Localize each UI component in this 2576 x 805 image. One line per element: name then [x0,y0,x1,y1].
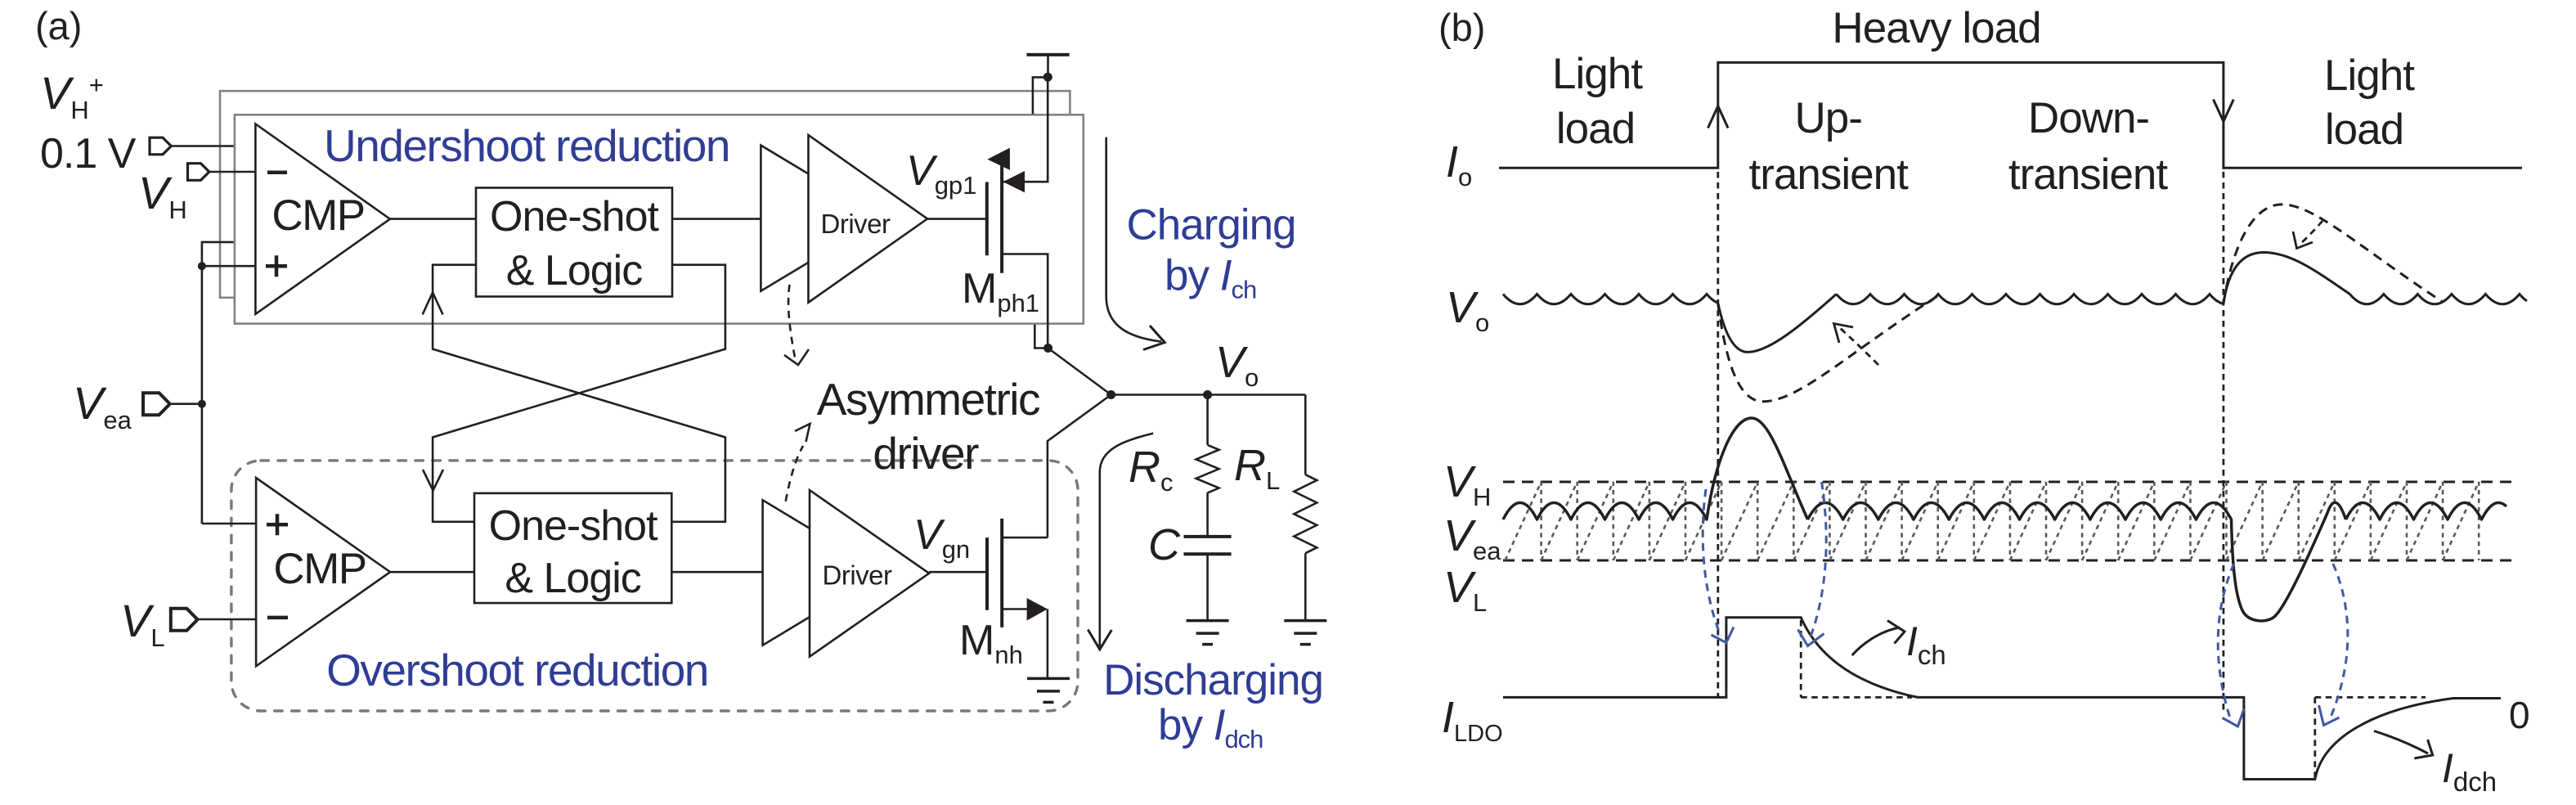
svg-text:Vea: Vea [73,377,132,434]
svg-text:VH+: VH+ [40,67,104,124]
svg-text:load: load [1556,105,1635,153]
svg-text:Vgn: Vgn [913,511,970,564]
svg-text:Driver: Driver [823,560,893,591]
svg-text:Vo: Vo [1446,283,1489,337]
svg-text:CMP: CMP [273,545,366,593]
svg-text:(b): (b) [1438,6,1485,49]
svg-text:VL: VL [120,595,165,652]
svg-text:VH: VH [1443,457,1491,511]
svg-text:VH: VH [138,167,187,224]
svg-text:One-shot: One-shot [489,502,658,550]
svg-text:Vea: Vea [1443,511,1501,565]
svg-text:0: 0 [2509,694,2530,736]
svg-text:CMP: CMP [272,191,364,240]
svg-text:Up-: Up- [1794,94,1861,142]
svg-text:Undershoot reduction: Undershoot reduction [324,120,729,171]
svg-text:VL: VL [1443,563,1487,617]
svg-text:by Ich: by Ich [1165,251,1256,304]
svg-text:Down-: Down- [2028,94,2149,142]
svg-text:Idch: Idch [2442,745,2497,797]
svg-text:(a): (a) [35,4,82,47]
svg-text:Rc: Rc [1129,443,1174,497]
svg-text:Driver: Driver [821,209,891,239]
svg-text:Ich: Ich [1906,618,1946,670]
svg-text:Overshoot reduction: Overshoot reduction [326,645,708,695]
svg-text:0.1 V: 0.1 V [40,130,137,178]
svg-text:transient: transient [1749,151,1910,199]
svg-text:& Logic: & Logic [506,247,642,295]
svg-text:& Logic: & Logic [505,555,640,602]
svg-text:Heavy load: Heavy load [1832,4,2040,52]
svg-text:One-shot: One-shot [490,193,659,241]
svg-text:C: C [1148,520,1181,569]
svg-text:Discharging: Discharging [1103,656,1323,704]
svg-text:load: load [2325,106,2403,154]
svg-text:RL: RL [1234,441,1280,495]
svg-text:by Idch: by Idch [1158,701,1263,753]
svg-text:Light: Light [1552,50,1643,98]
svg-text:Vo: Vo [1215,338,1259,392]
svg-text:transient: transient [2008,151,2169,199]
svg-text:ILDO: ILDO [1442,693,1503,747]
svg-text:Io: Io [1446,137,1472,191]
svg-text:Mnh: Mnh [959,617,1023,669]
svg-text:driver: driver [873,428,979,479]
svg-text:Charging: Charging [1126,200,1295,249]
svg-text:Asymmetric: Asymmetric [817,374,1040,425]
svg-text:Light: Light [2324,52,2415,100]
